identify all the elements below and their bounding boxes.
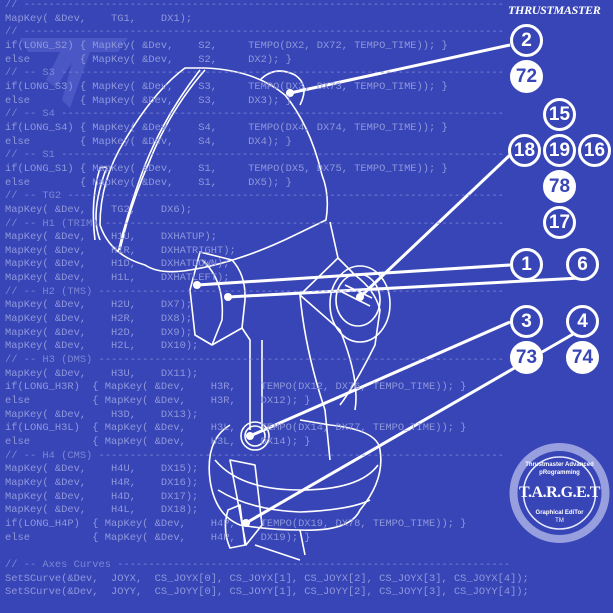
callout-72: 72 (510, 60, 543, 93)
code-comment-line: // -- H2 (TMS) -------------------------… (5, 285, 504, 298)
code-line: MapKey( &Dev, H1L, DXHATLEFT); (5, 272, 230, 285)
callout-3: 3 (510, 305, 543, 338)
callout-6: 6 (566, 248, 599, 281)
code-line: MapKey( &Dev, H2R, DX8); (5, 313, 193, 326)
code-line: MapKey( &Dev, H2D, DX9); (5, 326, 193, 339)
code-line: if(LONG_S3) { MapKey( &Dev, S3, TEMPO(DX… (5, 80, 448, 93)
callout-leader-lines (196, 43, 581, 525)
callout-16: 16 (578, 134, 611, 167)
callout-15: 15 (543, 98, 576, 131)
code-line: else { MapKey( &Dev, H3R, DX12); } (5, 395, 311, 408)
code-line: else { MapKey( &Dev, H4P, DX19); } (5, 531, 311, 544)
callout-18: 18 (508, 134, 541, 167)
target-subtitle-bottom: Graphical EdiTor (535, 510, 584, 516)
code-line: MapKey( &Dev, H1U, DXHATUP); (5, 231, 218, 244)
code-line: if(LONG_H3R) { MapKey( &Dev, H3R, TEMPO(… (5, 381, 467, 394)
code-line: SetSCurve(&Dev, JOYX, CS_JOYX[0], CS_JOY… (5, 572, 529, 585)
code-comment-line: // -- S1 -------------------------------… (5, 149, 504, 162)
code-comment-line: // -- H1 (TRIM) ------------------------… (5, 217, 504, 230)
target-title: T.A.R.G.E.T (519, 484, 600, 501)
target-trademark: TM (555, 518, 564, 524)
code-line: MapKey( &Dev, H3D, DX13); (5, 408, 199, 421)
callout-73: 73 (510, 341, 543, 374)
code-comment-line: // -- S3 -------------------------------… (5, 67, 504, 80)
code-comment-line: // -------------------------------------… (5, 0, 504, 11)
target-subtitle-top: Thrustmaster Advanced pRogramming (525, 462, 594, 476)
callout-1: 1 (510, 248, 543, 281)
code-line: else { MapKey( &Dev, S3, DX3); } (5, 94, 292, 107)
code-line: MapKey( &Dev, H4R, DX16); (5, 476, 199, 489)
brand-wordmark: THRUSTMASTER (508, 3, 601, 17)
code-line: MapKey( &Dev, H1R, DXHATRIGHT); (5, 244, 236, 257)
callout-78: 78 (543, 170, 576, 203)
target-logo: Thrustmaster Advanced pRogramming T.A.R.… (508, 420, 611, 566)
callout-74: 74 (566, 341, 599, 374)
code-line: MapKey( &Dev, H4U, DX15); (5, 463, 199, 476)
code-line: if(LONG_S2) { MapKey( &Dev, S2, TEMPO(DX… (5, 39, 448, 52)
code-comment-line: // -- Axes Curves ----------------------… (5, 558, 511, 571)
code-line: MapKey( &Dev, TG2, DX6); (5, 203, 193, 216)
code-comment-line: // -- H4 (CMS) -------------------------… (5, 449, 504, 462)
code-comment-line: // -- S4 -------------------------------… (5, 108, 504, 121)
callout-4: 4 (566, 305, 599, 338)
code-line: MapKey( &Dev, H4L, DX18); (5, 504, 199, 517)
code-line: MapKey( &Dev, H2U, DX7); (5, 299, 193, 312)
code-line: if(LONG_S4) { MapKey( &Dev, S4, TEMPO(DX… (5, 121, 448, 134)
code-line: if(LONG_H3L) { MapKey( &Dev, H3L, TEMPO(… (5, 422, 467, 435)
code-line: if(LONG_H4P) { MapKey( &Dev, H4P, TEMPO(… (5, 517, 467, 530)
callout-2: 2 (510, 24, 543, 57)
callout-17: 17 (543, 206, 576, 239)
tm-logo-icon (20, 38, 128, 108)
code-line: SetSCurve(&Dev, JOYY, CS_JOYY[0], CS_JOY… (5, 586, 529, 599)
code-comment-line: // -------------------------------------… (5, 26, 504, 39)
target-logo-emblem (509, 443, 610, 543)
code-line: MapKey( &Dev, H1D, DXHATDOWN); (5, 258, 230, 271)
code-line: else { MapKey( &Dev, H3L, DX14); } (5, 436, 311, 448)
callout-19: 19 (543, 134, 576, 167)
code-comment-line: // -- H3 (DMS) -------------------------… (5, 354, 504, 367)
code-line: MapKey( &Dev, H2L, DX10); (5, 340, 199, 353)
code-line: else { MapKey( &Dev, S2, DX2); } (5, 53, 292, 66)
script-code-background: // -------------------------------------… (5, 0, 529, 600)
joystick-outline (92, 67, 391, 561)
callout-dots (193, 89, 364, 527)
code-line: MapKey( &Dev, H4D, DX17); (5, 490, 199, 503)
code-line: MapKey( &Dev, TG1, DX1); (5, 12, 193, 25)
code-comment-line: // -- TG2 ------------------------------… (5, 190, 504, 203)
code-line: else { MapKey( &Dev, S4, DX4); } (5, 135, 292, 148)
code-line: if(LONG_S1) { MapKey( &Dev, S1, TEMPO(DX… (5, 162, 448, 175)
code-line: MapKey( &Dev, H3U, DX11); (5, 367, 199, 380)
code-line: else { MapKey( &Dev, S1, DX5); } (5, 176, 292, 189)
